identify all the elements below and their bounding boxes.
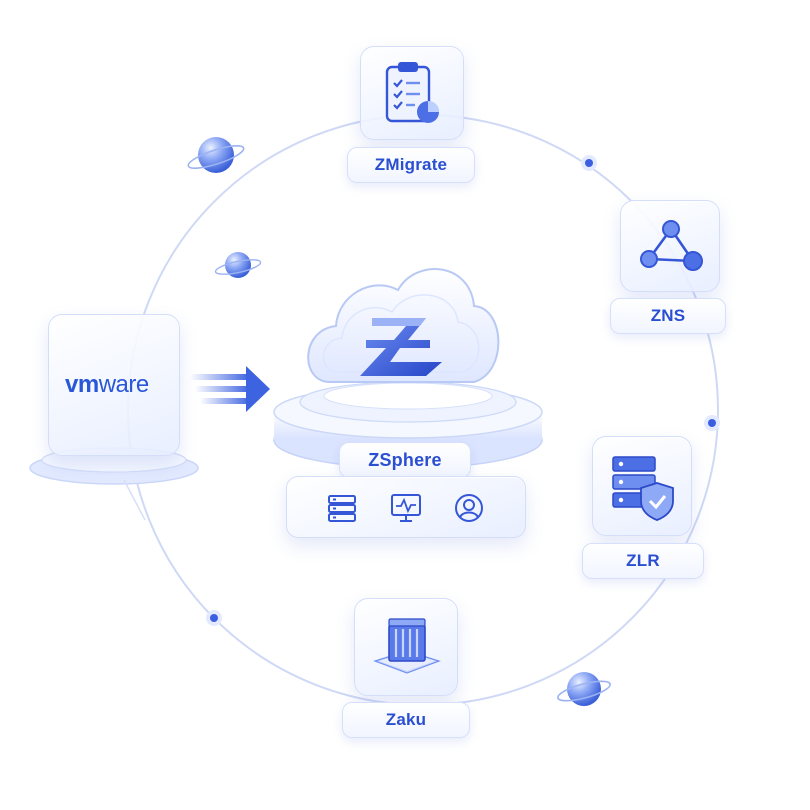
zsphere-logo-icon bbox=[360, 318, 442, 376]
zns-label[interactable]: ZNS bbox=[610, 298, 726, 334]
vmware-card[interactable]: vmware bbox=[48, 314, 180, 456]
orbit-dot bbox=[581, 155, 597, 171]
shield-server-icon bbox=[612, 456, 674, 521]
zns-card[interactable] bbox=[620, 200, 720, 292]
orbit-spoke bbox=[123, 479, 146, 521]
vmware-logo-bold: vm bbox=[65, 371, 99, 398]
zlr-card[interactable] bbox=[592, 436, 692, 536]
orbit-dot bbox=[704, 415, 720, 431]
vmware-logo-light: ware bbox=[98, 371, 150, 398]
network-icon bbox=[640, 220, 703, 271]
orbit-dot bbox=[206, 610, 222, 626]
zaku-card[interactable] bbox=[354, 598, 458, 696]
zsphere-label[interactable]: ZSphere bbox=[339, 442, 471, 478]
zlr-label[interactable]: ZLR bbox=[582, 543, 704, 579]
zsphere-toolbar bbox=[286, 476, 526, 538]
monitor-icon[interactable] bbox=[390, 493, 422, 523]
zmigrate-label[interactable]: ZMigrate bbox=[347, 147, 475, 183]
zaku-label[interactable]: Zaku bbox=[342, 702, 470, 738]
clipboard-icon bbox=[385, 62, 439, 123]
chip-cube-icon bbox=[373, 618, 441, 674]
server-icon[interactable] bbox=[327, 493, 357, 523]
zmigrate-card[interactable] bbox=[360, 46, 464, 140]
migration-arrow bbox=[190, 366, 270, 412]
vmware-logo: vmware bbox=[65, 371, 149, 399]
planet-decoration bbox=[557, 672, 611, 706]
user-icon[interactable] bbox=[453, 492, 485, 524]
planet-decoration bbox=[214, 252, 262, 278]
planet-decoration bbox=[187, 137, 245, 173]
